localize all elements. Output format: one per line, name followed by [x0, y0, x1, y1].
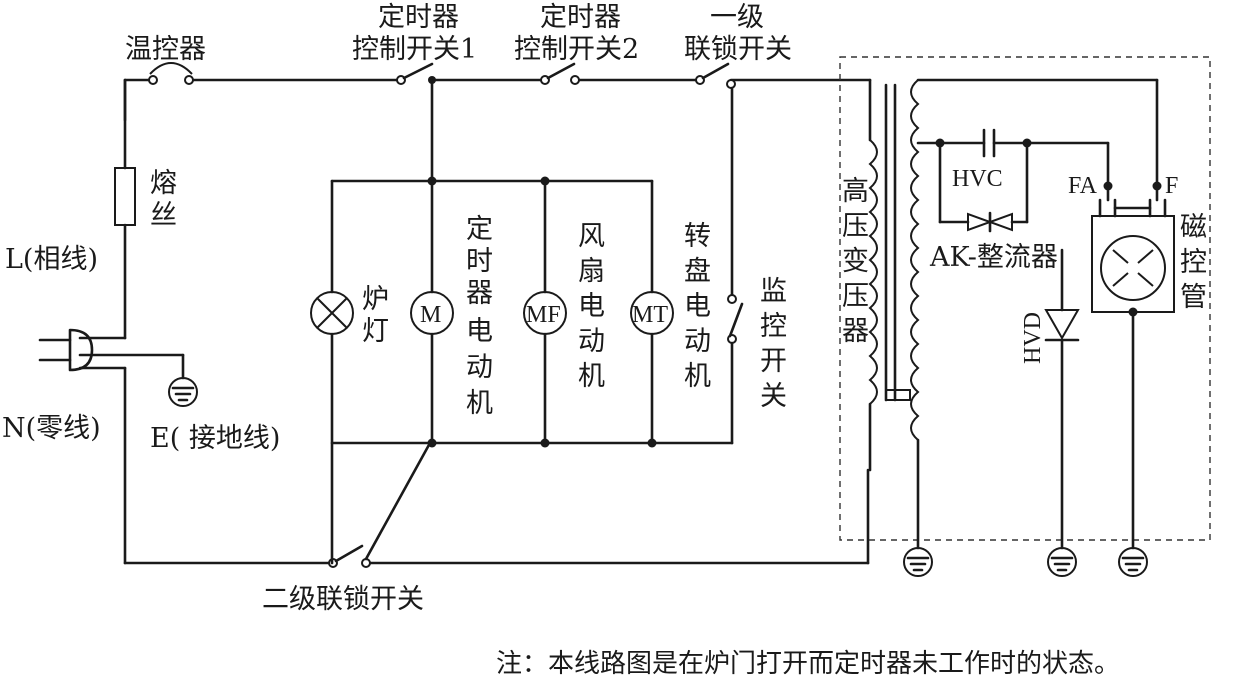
- svg-text:动: 动: [466, 352, 493, 383]
- hv-transformer: [868, 78, 1159, 550]
- label-oven-lamp-1: 炉: [362, 284, 389, 315]
- fan-motor: [523, 179, 567, 445]
- thermostat-switch: [148, 62, 194, 85]
- label-motor-mf: MF: [526, 302, 561, 328]
- label-primary-interlock-b: 联锁开关: [684, 34, 792, 65]
- svg-text:动: 动: [578, 326, 605, 357]
- svg-text:扇: 扇: [578, 256, 605, 287]
- label-hvc: HVC: [952, 166, 1003, 192]
- label-primary-interlock-a: 一级: [710, 2, 764, 33]
- label-timer-switch-1-b: 控制开关1: [352, 34, 477, 65]
- turntable-motor: [630, 179, 674, 445]
- label-fa: FA: [1068, 173, 1098, 199]
- svg-text:电: 电: [684, 291, 711, 322]
- hv-enclosure: [839, 56, 1211, 541]
- ground-icon-magnetron: [1118, 547, 1148, 577]
- svg-text:高: 高: [842, 176, 869, 207]
- hv-capacitor: [916, 128, 1110, 233]
- label-fan-motor: 风 扇 电 动 机: [578, 221, 605, 392]
- label-timer-motor: 定 时 器 电 动 机: [466, 214, 493, 419]
- svg-text:动: 动: [684, 326, 711, 357]
- svg-text:电: 电: [466, 316, 493, 347]
- label-earth-wire: E( 接地线): [150, 423, 280, 454]
- bottom-neutral-wire: [123, 468, 870, 565]
- svg-text:器: 器: [466, 278, 493, 309]
- label-live-wire: L(相线): [5, 244, 98, 275]
- load-bus: [330, 78, 734, 448]
- svg-text:开: 开: [760, 346, 787, 377]
- svg-text:风: 风: [578, 221, 605, 252]
- label-motor-m: M: [420, 302, 441, 328]
- timer-switch-2: [540, 62, 580, 85]
- magnetron: [1091, 141, 1175, 550]
- secondary-interlock-switch: [328, 441, 432, 568]
- ground-icon-plug: [168, 377, 198, 407]
- timer-switch-1: [396, 62, 436, 85]
- svg-text:管: 管: [1180, 282, 1207, 313]
- power-plug-icon: [38, 328, 185, 565]
- label-neutral-wire: N(零线): [2, 413, 101, 444]
- svg-text:变: 变: [842, 246, 869, 277]
- svg-text:机: 机: [578, 361, 605, 392]
- label-fuse-1: 熔: [150, 168, 177, 199]
- label-timer-switch-2-a: 定时器: [540, 2, 621, 33]
- svg-text:关: 关: [760, 381, 787, 412]
- label-motor-mt: MT: [632, 302, 668, 328]
- svg-text:机: 机: [466, 388, 493, 419]
- svg-text:压: 压: [842, 281, 869, 312]
- svg-text:器: 器: [842, 316, 869, 347]
- footnote: 注：本线路图是在炉门打开而定时器未工作时的状态。: [496, 649, 1120, 679]
- label-timer-switch-1-a: 定时器: [378, 2, 459, 33]
- svg-text:盘: 盘: [684, 256, 711, 287]
- live-wire-fuse: [78, 78, 136, 340]
- ground-icon-diode: [1047, 547, 1077, 577]
- top-supply-wire: [123, 78, 872, 122]
- svg-text:磁: 磁: [1180, 212, 1207, 243]
- label-f: F: [1165, 173, 1178, 199]
- primary-interlock-switch: [695, 62, 736, 89]
- label-hv-transformer: 高 压 变 压 器: [842, 176, 869, 347]
- svg-text:控: 控: [760, 311, 787, 342]
- label-turntable-motor: 转 盘 电 动 机: [684, 221, 711, 392]
- label-timer-switch-2-b: 控制开关2: [514, 34, 639, 65]
- timer-motor: [410, 179, 454, 445]
- svg-text:机: 机: [684, 361, 711, 392]
- label-monitor-switch: 监 控 开 关: [760, 276, 787, 412]
- svg-text:转: 转: [684, 221, 711, 252]
- label-magnetron: 磁 控 管: [1180, 212, 1207, 313]
- label-fuse-2: 丝: [150, 200, 177, 231]
- svg-text:时: 时: [466, 246, 493, 277]
- label-thermostat: 温控器: [125, 34, 206, 65]
- svg-text:压: 压: [842, 211, 869, 242]
- label-ak-rectifier: AK-整流器: [929, 242, 1058, 273]
- ground-icon-transformer: [903, 547, 933, 577]
- monitor-switch: [727, 86, 744, 445]
- label-secondary-interlock: 二级联锁开关: [262, 584, 424, 615]
- oven-lamp: [310, 179, 354, 565]
- label-hvd: HVD: [1020, 312, 1046, 364]
- svg-text:电: 电: [578, 291, 605, 322]
- hv-diode: [1044, 248, 1080, 550]
- label-oven-lamp-2: 灯: [362, 316, 389, 347]
- svg-text:控: 控: [1180, 247, 1207, 278]
- svg-text:定: 定: [466, 214, 493, 245]
- svg-text:监: 监: [760, 276, 787, 307]
